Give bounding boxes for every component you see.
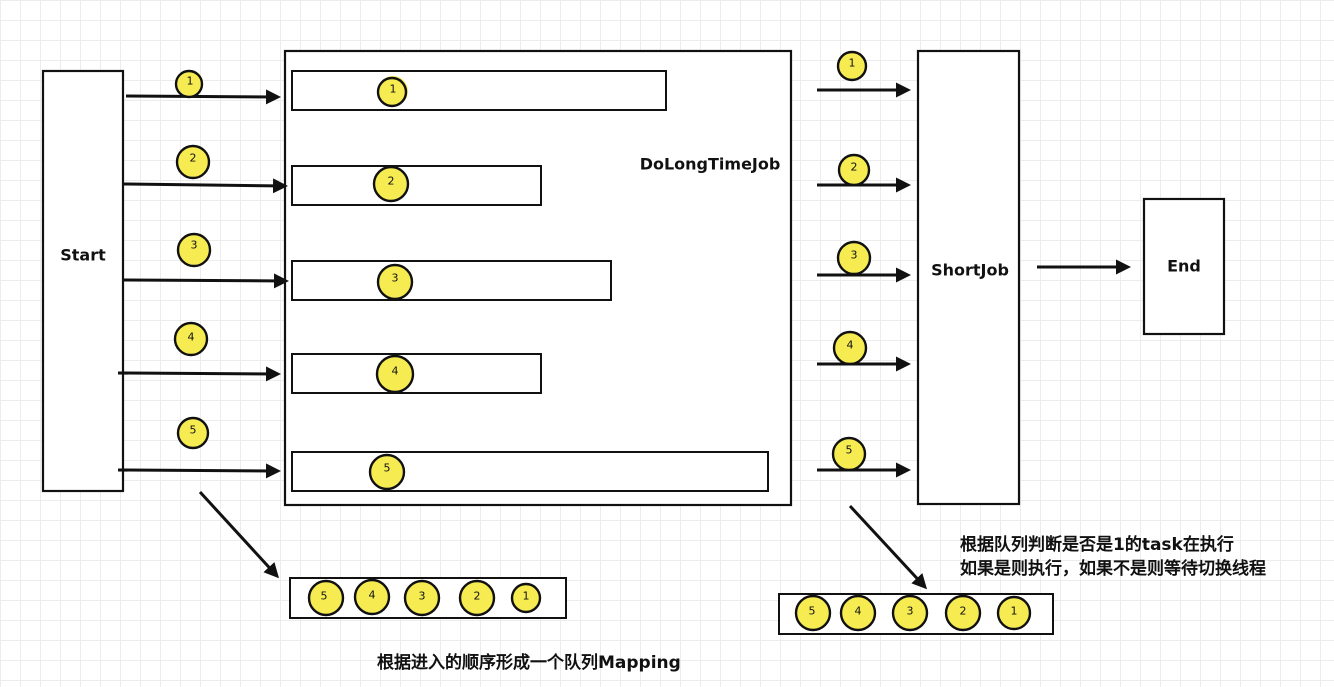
badge-out-1: 1	[836, 50, 868, 82]
task-bar-5	[291, 451, 769, 492]
left-queue-item: 4	[353, 578, 391, 616]
right-queue-item: 3	[891, 594, 929, 632]
badge-out-2-num: 2	[851, 161, 858, 174]
end-label: End	[1167, 257, 1201, 276]
right-note-line-2: 如果是则执行，如果不是则等待切换线程	[960, 558, 1266, 579]
arrow-to-right-queue	[848, 504, 928, 590]
badge-out-2: 2	[837, 153, 871, 187]
task-bar-4	[291, 353, 542, 394]
arrow-to-left-queue	[198, 490, 280, 579]
left-queue-num: 4	[369, 589, 376, 602]
badge-out-1-num: 1	[849, 57, 856, 70]
right-queue-item: 4	[839, 594, 877, 632]
right-queue-item: 2	[944, 594, 982, 632]
left-queue-item: 1	[510, 582, 542, 614]
badge-bar-1: 1	[376, 76, 408, 108]
arrow-start-task-2	[123, 178, 288, 194]
task-bar-2	[291, 165, 542, 206]
left-queue-num: 2	[474, 590, 481, 603]
badge-in-2-num: 2	[190, 152, 197, 165]
left-queue-num: 3	[419, 590, 426, 603]
end-node	[1142, 197, 1226, 336]
badge-in-4-num: 4	[188, 331, 195, 344]
short-job-node	[916, 49, 1021, 506]
badge-out-5: 5	[831, 436, 867, 472]
badge-in-3: 3	[176, 232, 212, 268]
badge-bar-4: 4	[375, 354, 415, 394]
badge-in-5-num: 5	[190, 424, 197, 437]
badge-in-3-num: 3	[191, 239, 198, 252]
badge-in-1: 1	[174, 69, 204, 99]
left-queue-num: 1	[523, 590, 530, 603]
badge-out-3-num: 3	[851, 249, 858, 262]
start-label: Start	[60, 246, 106, 265]
arrow-start-task-3	[123, 273, 289, 289]
arrow-start-task-4	[117, 366, 281, 382]
badge-in-4: 4	[173, 321, 209, 357]
task-bar-1	[291, 70, 667, 111]
left-queue-caption: 根据进入的顺序形成一个队列Mapping	[377, 652, 681, 673]
badge-out-4: 4	[832, 330, 868, 366]
long-job-label: DoLongTimeJob	[640, 155, 781, 174]
short-job-label: ShortJob	[931, 261, 1009, 280]
badge-bar-3: 3	[376, 263, 414, 301]
task-bar-3	[291, 260, 612, 301]
arrow-start-task-1	[125, 89, 281, 105]
start-node	[41, 69, 125, 493]
badge-bar-1-num: 1	[390, 83, 397, 96]
left-queue-num: 5	[321, 590, 328, 603]
badge-in-1-num: 1	[187, 75, 194, 88]
badge-bar-2-num: 2	[388, 175, 395, 188]
right-queue-num: 3	[907, 605, 914, 618]
badge-in-2: 2	[175, 144, 211, 180]
badge-bar-2: 2	[372, 165, 410, 203]
badge-bar-5-num: 5	[384, 462, 391, 475]
right-queue-num: 2	[960, 605, 967, 618]
badge-bar-3-num: 3	[392, 272, 399, 285]
right-queue-item: 5	[794, 594, 832, 632]
right-note-line-1: 根据队列判断是否是1的task在执行	[960, 534, 1234, 555]
left-queue-item: 2	[458, 579, 496, 617]
left-queue-item: 3	[403, 579, 441, 617]
right-queue-num: 1	[1011, 605, 1018, 618]
right-queue-num: 5	[809, 605, 816, 618]
badge-bar-4-num: 4	[392, 365, 399, 378]
badge-out-5-num: 5	[846, 444, 853, 457]
badge-out-3: 3	[836, 240, 872, 276]
badge-in-5: 5	[176, 416, 210, 450]
right-queue-item: 1	[996, 595, 1032, 631]
arrow-start-task-5	[117, 463, 281, 479]
badge-bar-5: 5	[368, 453, 406, 491]
right-queue-num: 4	[855, 605, 862, 618]
left-queue-item: 5	[307, 579, 345, 617]
badge-out-4-num: 4	[847, 339, 854, 352]
